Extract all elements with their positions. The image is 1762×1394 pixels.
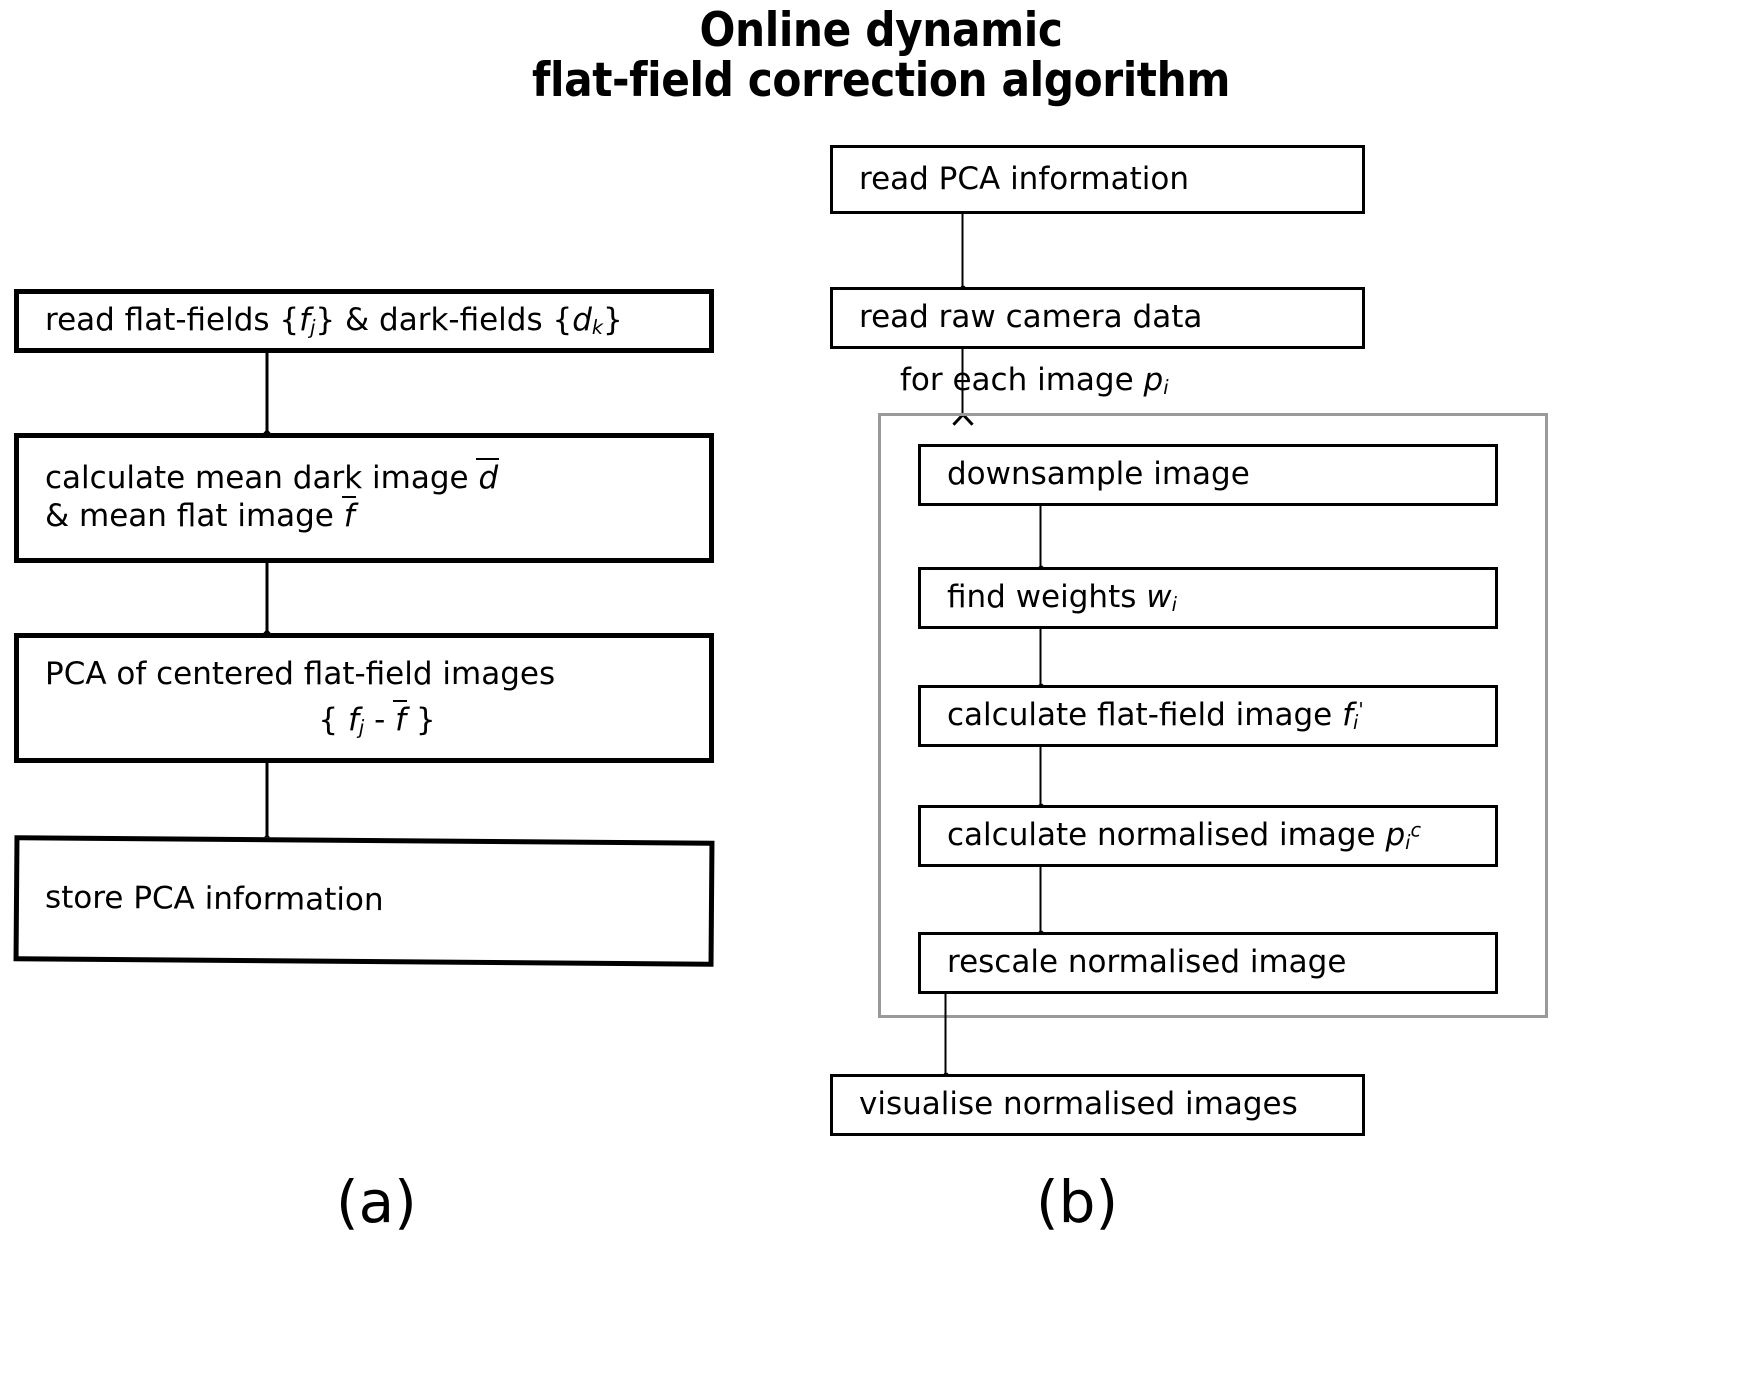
arrow-downsample-to-weights (1028, 506, 1054, 567)
box-calculate-flat-field-image-label: calculate flat-field image fi' (947, 697, 1364, 735)
box-downsample-image-label: downsample image (947, 456, 1250, 493)
box-read-pca-information-label: read PCA information (859, 160, 1189, 197)
panel-label-a: (a) (336, 1168, 417, 1236)
title-line-2: flat-field correction algorithm (532, 53, 1230, 109)
box-pca-formula: { fj - f } (318, 699, 436, 740)
arrow-readpca-to-readraw (950, 214, 976, 287)
box-store-pca-label: store PCA information (44, 879, 384, 919)
loop-container (878, 413, 1548, 1018)
box-rescale-normalised-image[interactable]: rescale normalised image (918, 932, 1498, 994)
box-visualise-normalised-images[interactable]: visualise normalised images (830, 1074, 1365, 1136)
box-calculate-normalised-image-label: calculate normalised image pic (947, 817, 1422, 855)
box-mean-images[interactable]: calculate mean dark image d & mean flat … (14, 433, 714, 563)
box-read-raw-camera-data-label: read raw camera data (859, 299, 1203, 336)
arrow-readfields-to-mean (252, 353, 282, 433)
box-rescale-normalised-image-label: rescale normalised image (947, 944, 1347, 981)
box-visualise-normalised-images-label: visualise normalised images (859, 1086, 1298, 1123)
box-calculate-flat-field-image[interactable]: calculate flat-field image fi' (918, 685, 1498, 747)
box-find-weights-label: find weights wi (947, 579, 1177, 617)
box-downsample-image[interactable]: downsample image (918, 444, 1498, 506)
box-read-fields[interactable]: read flat-fields {fj} & dark-fields {dk} (14, 289, 714, 353)
box-read-pca-information[interactable]: read PCA information (830, 145, 1365, 214)
loop-entry-label: for each image pi (900, 362, 1169, 400)
box-calculate-normalised-image[interactable]: calculate normalised image pic (918, 805, 1498, 867)
panel-label-b: (b) (1036, 1168, 1119, 1236)
box-mean-images-line-1: calculate mean dark image d (45, 458, 499, 497)
box-find-weights[interactable]: find weights wi (918, 567, 1498, 629)
box-read-raw-camera-data[interactable]: read raw camera data (830, 287, 1365, 349)
arrow-mean-to-pca (252, 563, 282, 633)
figure-title: Online dynamic flat-field correction alg… (0, 3, 1762, 109)
box-mean-images-line-2: & mean flat image f (45, 495, 356, 534)
arrow-weights-to-flatfield (1028, 629, 1054, 685)
box-pca-line-1: PCA of centered flat-field images (45, 656, 556, 693)
arrow-pca-to-store (252, 763, 282, 838)
title-line-1: Online dynamic (699, 3, 1063, 58)
arrow-loop-to-visualise (933, 994, 959, 1074)
arrow-readraw-to-loop (950, 349, 976, 415)
arrow-flatfield-to-normalised (1028, 747, 1054, 805)
box-store-pca[interactable]: store PCA information (13, 835, 715, 967)
arrow-normalised-to-rescale (1028, 867, 1054, 932)
box-pca[interactable]: PCA of centered flat-field images { fj -… (14, 633, 714, 763)
box-read-fields-label: read flat-fields {fj} & dark-fields {dk} (45, 302, 623, 340)
